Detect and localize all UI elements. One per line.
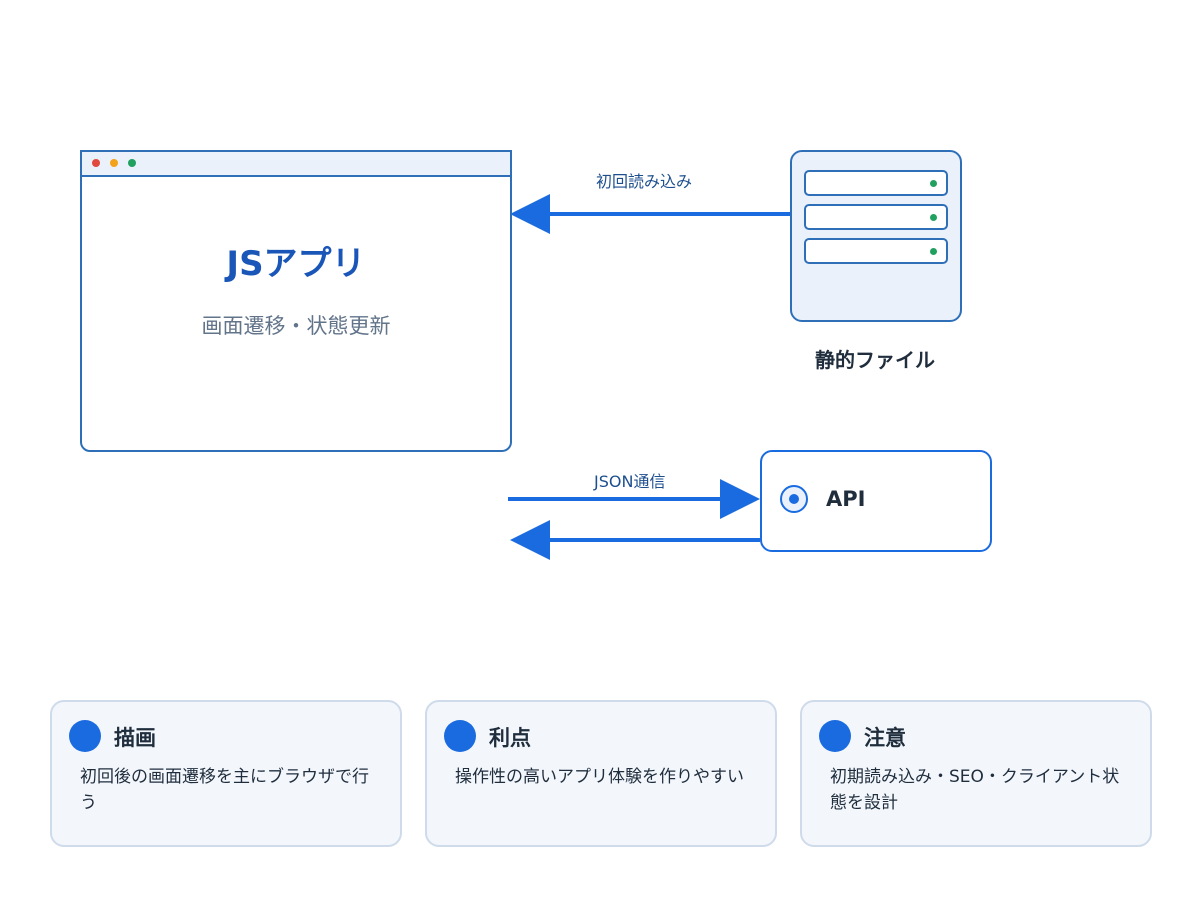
status-led-icon [930,180,937,187]
api-icon [780,485,808,513]
request-arrowhead [720,479,760,519]
browser-window: JSアプリ 画面遷移・状態更新 [80,150,512,452]
bullet-dot-icon [819,720,851,752]
card-text: 初期読み込み・SEO・クライアント状態を設計 [830,767,1120,813]
api-label: API [826,487,866,511]
card-text: 初回後の画面遷移を主にブラウザで行う [80,767,369,813]
api-box: API [760,450,992,552]
initial-load-arrowhead [510,194,550,234]
status-led-icon [930,214,937,221]
response-arrowhead [510,520,550,560]
minimize-dot-icon [110,159,118,167]
bullet-dot-icon [69,720,101,752]
close-dot-icon [92,159,100,167]
card-title: 利点 [489,726,531,750]
card-caution: 注意 初期読み込み・SEO・クライアント状態を設計 [800,700,1152,847]
card-title: 注意 [864,726,906,750]
status-led-icon [930,248,937,255]
card-text: 操作性の高いアプリ体験を作りやすい [455,767,744,787]
server-rack [804,170,948,196]
app-title: JSアプリ [226,244,366,284]
server-rack [804,204,948,230]
app-subtitle: 画面遷移・状態更新 [201,314,391,338]
json-label: JSON通信 [594,472,666,491]
maximize-dot-icon [128,159,136,167]
card-title: 描画 [114,726,156,750]
card-advantage: 利点 操作性の高いアプリ体験を作りやすい [425,700,777,847]
card-rendering: 描画 初回後の画面遷移を主にブラウザで行う [50,700,402,847]
server-label: 静的ファイル [815,348,935,372]
browser-title-bar [82,152,510,177]
server-icon [790,150,962,322]
bullet-dot-icon [444,720,476,752]
server-rack [804,238,948,264]
initial-load-label: 初回読み込み [596,172,693,191]
